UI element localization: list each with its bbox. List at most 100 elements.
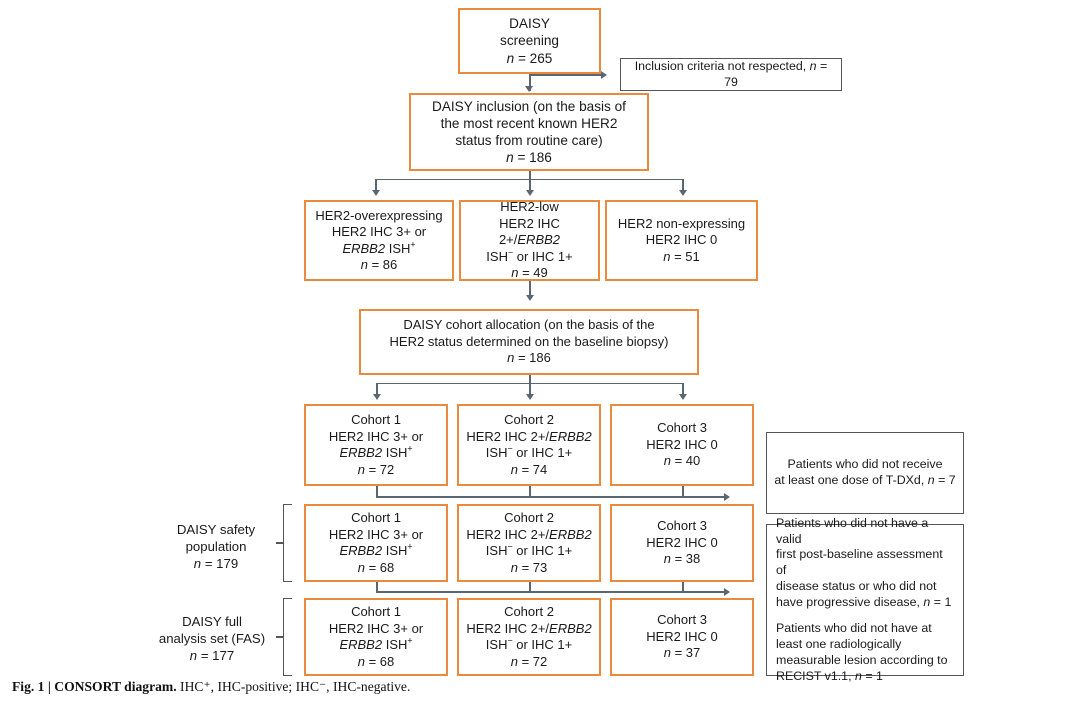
cohort-line2: HER2 IHC 2+/ERBB2 bbox=[466, 428, 592, 444]
arrow-her2-group-2-icon bbox=[525, 190, 534, 196]
cohort-line2: HER2 IHC 3+ or bbox=[328, 428, 424, 444]
figure-caption: Fig. 1 | CONSORT diagram. IHC⁺, IHC-posi… bbox=[12, 679, 410, 695]
cohort-title: Cohort 2 bbox=[504, 412, 554, 427]
no-assessment-line2: first post-baseline assessment of bbox=[776, 547, 943, 577]
her2-group-2-line3: ISH− or IHC 1+ bbox=[486, 247, 573, 264]
cohort-line3: ERBB2 ISH+ bbox=[339, 541, 413, 558]
node-cohort-3-allocated: Cohort 3 HER2 IHC 0 n = 40 bbox=[610, 404, 754, 486]
cohort-count: n = 72 bbox=[510, 653, 548, 669]
cohort-count: n = 73 bbox=[510, 559, 548, 575]
her2-group-1-count: n = 86 bbox=[360, 257, 398, 272]
inclusion-line1: DAISY inclusion (on the basis of bbox=[432, 98, 626, 114]
safety-label-count: n = 179 bbox=[193, 556, 239, 572]
no-dose-line1: Patients who did not receive bbox=[787, 457, 943, 472]
cohort-count: n = 74 bbox=[510, 461, 548, 477]
her2-group-2-line2: HER2 IHC 2+/ERBB2 bbox=[498, 215, 561, 248]
cohort-line2: HER2 IHC 0 bbox=[646, 436, 718, 452]
her2-group-1-line1: HER2-overexpressing bbox=[315, 207, 443, 223]
node-exclusion-fas-reasons: Patients who did not have a valid first … bbox=[766, 516, 964, 683]
cohort-line2: HER2 IHC 2+/ERBB2 bbox=[466, 526, 592, 542]
connector-row2-bus bbox=[376, 591, 724, 593]
no-lesion-line1: Patients who did not have at bbox=[776, 621, 932, 636]
connector-row2-stub-2 bbox=[529, 582, 531, 592]
her2-group-3-line1: HER2 non-expressing bbox=[617, 215, 746, 231]
node-her2-overexpressing: HER2-overexpressing HER2 IHC 3+ or ERBB2… bbox=[304, 200, 454, 281]
connector-allocation-branch-3 bbox=[682, 382, 684, 396]
node-cohort-1-allocated: Cohort 1 HER2 IHC 3+ or ERBB2 ISH+ n = 7… bbox=[304, 404, 448, 486]
arrow-allocation-icon bbox=[525, 295, 534, 301]
connector-screening-down bbox=[529, 74, 531, 91]
node-cohort-2-allocated: Cohort 2 HER2 IHC 2+/ERBB2 ISH− or IHC 1… bbox=[457, 404, 601, 486]
arrow-cohort-2-icon bbox=[525, 394, 534, 400]
cohort-line3: ISH− or IHC 1+ bbox=[485, 443, 573, 460]
node-daisy-inclusion: DAISY inclusion (on the basis of the mos… bbox=[409, 93, 649, 171]
exclusion-block-spacer bbox=[776, 610, 954, 621]
safety-label-line2: population bbox=[185, 539, 247, 555]
no-assessment-line3: disease status or who did not bbox=[776, 578, 937, 593]
cohort-count: n = 72 bbox=[357, 461, 395, 477]
connector-row1-bus bbox=[376, 496, 724, 498]
cohort-title: Cohort 1 bbox=[351, 604, 401, 619]
allocation-count: n = 186 bbox=[507, 350, 551, 366]
no-lesion-line2: least one radiologically bbox=[776, 637, 902, 651]
cohort-line2: HER2 IHC 0 bbox=[646, 534, 718, 550]
her2-group-3-line2: HER2 IHC 0 bbox=[645, 232, 718, 248]
node-exclusion-screening: Inclusion criteria not respected, n = 79 bbox=[620, 58, 842, 91]
fas-label-line1: DAISY full bbox=[182, 614, 242, 629]
no-assessment-line1: Patients who did not have a valid bbox=[776, 515, 929, 546]
cohort-title: Cohort 3 bbox=[657, 518, 707, 534]
node-cohort-1-fas: Cohort 1 HER2 IHC 3+ or ERBB2 ISH+ n = 6… bbox=[304, 598, 448, 676]
connector-screening-to-exclusion bbox=[529, 74, 601, 76]
node-exclusion-no-dose: Patients who did not receive at least on… bbox=[766, 432, 964, 514]
connector-allocation-branch-2 bbox=[529, 382, 531, 396]
cohort-title: Cohort 2 bbox=[504, 510, 554, 525]
no-dose-line2: at least one dose of T-DXd, n = 7 bbox=[774, 473, 956, 487]
inclusion-line2: the most recent known HER2 bbox=[440, 115, 618, 131]
node-daisy-screening: DAISY screening n = 265 bbox=[458, 8, 601, 74]
cohort-line2: HER2 IHC 2+/ERBB2 bbox=[466, 620, 592, 636]
label-daisy-full-analysis-set: DAISY full analysis set (FAS) n = 177 bbox=[152, 613, 272, 664]
her2-group-1-line2: HER2 IHC 3+ or bbox=[331, 224, 427, 239]
arrow-screening-to-exclusion-icon bbox=[601, 70, 607, 79]
connector-inclusion-branch-2 bbox=[529, 178, 531, 192]
safety-label-line1: DAISY safety bbox=[176, 522, 256, 537]
bracket-safety-population bbox=[283, 504, 292, 582]
cohort-title: Cohort 2 bbox=[504, 604, 554, 619]
connector-row1-stub-3 bbox=[682, 486, 684, 497]
node-cohort-1-safety: Cohort 1 HER2 IHC 3+ or ERBB2 ISH+ n = 6… bbox=[304, 504, 448, 582]
node-cohort-3-safety: Cohort 3 HER2 IHC 0 n = 38 bbox=[610, 504, 754, 582]
connector-row2-stub-1 bbox=[376, 582, 378, 592]
connector-inclusion-branch-3 bbox=[682, 178, 684, 192]
cohort-count: n = 68 bbox=[357, 653, 395, 669]
cohort-line3: ISH− or IHC 1+ bbox=[485, 635, 573, 652]
node-cohort-2-safety: Cohort 2 HER2 IHC 2+/ERBB2 ISH− or IHC 1… bbox=[457, 504, 601, 582]
node-her2-low: HER2-low HER2 IHC 2+/ERBB2 ISH− or IHC 1… bbox=[459, 199, 600, 281]
cohort-title: Cohort 1 bbox=[351, 510, 401, 525]
cohort-line2: HER2 IHC 0 bbox=[646, 628, 718, 644]
fas-label-count: n = 177 bbox=[189, 648, 235, 664]
no-measurable-lesion-block: Patients who did not have at least one r… bbox=[776, 621, 954, 684]
connector-row1-stub-2 bbox=[529, 486, 531, 497]
bracket-safety-stub bbox=[276, 542, 283, 544]
caption-text: IHC⁺, IHC-positive; IHC⁻, IHC-negative. bbox=[176, 679, 411, 694]
no-lesion-line4: RECIST v1.1, n = 1 bbox=[776, 668, 883, 683]
screening-count: n = 265 bbox=[506, 50, 553, 66]
node-her2-non-expressing: HER2 non-expressing HER2 IHC 0 n = 51 bbox=[605, 200, 758, 281]
cohort-line3: ERBB2 ISH+ bbox=[339, 635, 413, 652]
screening-line2: screening bbox=[500, 33, 559, 49]
cohort-count: n = 37 bbox=[663, 645, 701, 661]
her2-group-2-line1: HER2-low bbox=[500, 199, 559, 215]
caption-label: Fig. 1 | CONSORT diagram. bbox=[12, 679, 177, 694]
cohort-title: Cohort 1 bbox=[351, 412, 401, 427]
connector-her2low-to-allocation bbox=[529, 281, 531, 298]
fas-label-line2: analysis set (FAS) bbox=[158, 631, 266, 647]
cohort-count: n = 38 bbox=[663, 551, 701, 567]
node-cohort-2-fas: Cohort 2 HER2 IHC 2+/ERBB2 ISH− or IHC 1… bbox=[457, 598, 601, 676]
arrow-row1-to-no-dose-icon bbox=[724, 493, 730, 501]
node-cohort-3-fas: Cohort 3 HER2 IHC 0 n = 37 bbox=[610, 598, 754, 676]
inclusion-line3: status from routine care) bbox=[455, 133, 603, 148]
connector-allocation-branch-1 bbox=[376, 382, 378, 396]
screening-line1: DAISY bbox=[509, 16, 550, 32]
exclusion-screening-text: Inclusion criteria not respected, bbox=[634, 58, 810, 73]
